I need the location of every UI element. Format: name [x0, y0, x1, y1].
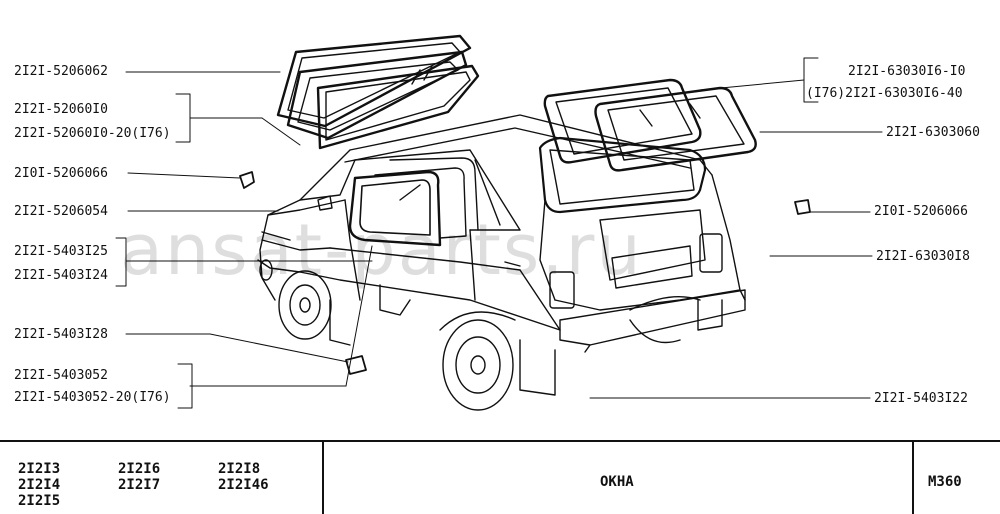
model-code: 2I2I3	[18, 461, 61, 477]
part-label: 2I2I-5403I28	[14, 327, 108, 342]
part-label: 2I2I-6303060	[886, 125, 980, 140]
model-code: 2I2I4	[18, 477, 61, 493]
part-label: (I76)2I2I-63030I6-40	[806, 86, 963, 101]
part-label: 2I0I-5206066	[14, 166, 108, 181]
model-code: 2I2I6	[118, 461, 161, 477]
part-label: 2I2I-5403I22	[874, 391, 968, 406]
parts-diagram	[115, 34, 883, 411]
part-label: 2I0I-5206066	[874, 204, 968, 219]
car-body-drawing	[257, 114, 746, 411]
part-label: 2I2I-5403052	[14, 368, 108, 383]
windshield-glass	[276, 34, 480, 150]
clip-part-right	[794, 199, 811, 215]
part-label: 2I2I-63030I8	[876, 249, 970, 264]
divider	[912, 442, 914, 514]
footer-table: 2I2I3 2I2I4 2I2I5 2I2I6 2I2I7 2I2I8 2I2I…	[0, 440, 1000, 514]
model-code: 2I2I8	[218, 461, 261, 477]
part-label: 2I2I-5206062	[14, 64, 108, 79]
part-label: 2I2I-52060I0-20(I76)	[14, 126, 171, 141]
part-label: 2I2I-5206054	[14, 204, 108, 219]
model-code: 2I2I5	[18, 493, 61, 509]
divider	[322, 442, 324, 514]
clip-part-left	[239, 171, 255, 189]
page-code: М360	[928, 474, 962, 490]
model-code: 2I2I46	[218, 477, 269, 493]
rear-window-glass	[538, 78, 757, 214]
leader-lines	[125, 71, 883, 399]
part-label: 2I2I-63030I6-I0	[848, 64, 966, 79]
side-window-glass	[348, 157, 479, 247]
part-label: 2I2I-5403052-20(I76)	[14, 390, 171, 405]
part-label: 2I2I-5403I25	[14, 244, 108, 259]
section-title: ОКНА	[600, 474, 634, 490]
part-label: 2I2I-52060I0	[14, 102, 108, 117]
brackets	[115, 57, 819, 409]
part-label: 2I2I-5403I24	[14, 268, 108, 283]
model-code: 2I2I7	[118, 477, 161, 493]
